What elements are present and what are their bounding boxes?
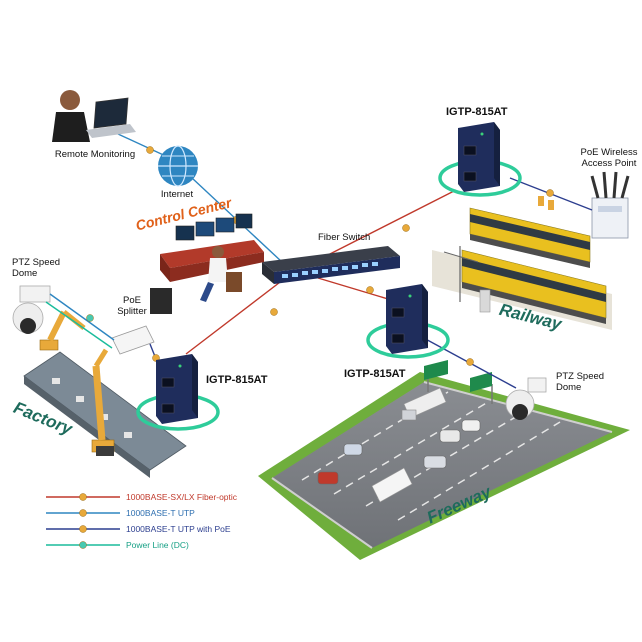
train-upper bbox=[469, 207, 591, 268]
legend-label: Power Line (DC) bbox=[126, 540, 189, 550]
control-center bbox=[150, 213, 264, 314]
legend-item: 1000BASE-SX/LX Fiber-optic bbox=[44, 490, 304, 506]
label-poe-splitter-line2: Splitter bbox=[117, 305, 147, 317]
label-internet: Internet bbox=[160, 189, 194, 200]
label-ptz-right: PTZ Speed Dome bbox=[556, 371, 605, 394]
freeway-scene bbox=[258, 360, 630, 560]
vehicle-car bbox=[439, 429, 461, 443]
legend: 1000BASE-SX/LX Fiber-optic 1000BASE-T UTP… bbox=[44, 490, 304, 554]
catenary-pole bbox=[443, 246, 479, 302]
label-poe-ap-line1: PoE Wireless bbox=[580, 147, 638, 158]
device-igtp-middle bbox=[386, 284, 428, 354]
legend-label: 1000BASE-T UTP with PoE bbox=[126, 524, 231, 534]
link-utp-remote-internet bbox=[117, 133, 171, 159]
pc-tower bbox=[150, 288, 172, 314]
factory-scene bbox=[12, 285, 187, 478]
device-igtp-left bbox=[156, 354, 198, 424]
label-igtp-left: IGTP-815AT bbox=[206, 374, 268, 386]
label-remote-monitoring: Remote Monitoring bbox=[54, 149, 136, 160]
robot-arm bbox=[91, 348, 115, 456]
label-ptz-left: PTZ Speed Dome bbox=[12, 257, 61, 280]
legend-dot bbox=[79, 493, 87, 501]
legend-label: 1000BASE-SX/LX Fiber-optic bbox=[126, 492, 238, 502]
legend-swatch bbox=[46, 493, 120, 501]
legend-item: 1000BASE-T UTP with PoE bbox=[44, 522, 304, 538]
link-dc-ptz-left bbox=[45, 301, 113, 349]
vehicle-bus bbox=[371, 467, 413, 503]
label-ptz-right-line2: Dome bbox=[556, 381, 582, 393]
legend-swatch bbox=[46, 541, 120, 549]
legend-label: 1000BASE-T UTP bbox=[126, 508, 195, 518]
monitor-wall bbox=[175, 213, 253, 241]
bollard bbox=[548, 200, 554, 210]
vehicle-car bbox=[461, 419, 481, 432]
label-fiber-switch: Fiber Switch bbox=[318, 232, 371, 243]
legend-dot bbox=[79, 541, 87, 549]
label-poe-splitter: PoE Splitter bbox=[104, 295, 160, 318]
vehicle-truck bbox=[401, 387, 447, 421]
label-igtp-top: IGTP-815AT bbox=[446, 106, 508, 118]
legend-swatch bbox=[46, 525, 120, 533]
link-fiber-switch-left bbox=[185, 275, 289, 355]
legend-dot bbox=[79, 509, 87, 517]
link-fiber-switch-middle bbox=[317, 277, 399, 303]
legend-item: Power Line (DC) bbox=[44, 538, 304, 554]
legend-swatch bbox=[46, 509, 120, 517]
label-poe-ap-line2: Access Point bbox=[581, 157, 637, 169]
label-poe-wireless-ap: PoE Wireless Access Point bbox=[576, 147, 642, 170]
link-fiber-switch-top bbox=[321, 189, 457, 259]
label-ptz-left-line2: Dome bbox=[12, 267, 38, 279]
poe-wireless-ap bbox=[590, 171, 630, 239]
legend-dot bbox=[79, 525, 87, 533]
label-igtp-middle: IGTP-815AT bbox=[344, 368, 406, 380]
gantry-signs bbox=[424, 360, 493, 404]
train-lower bbox=[461, 249, 607, 324]
internet-globe-icon bbox=[158, 145, 198, 187]
link-utp-ptz-left bbox=[49, 293, 115, 341]
device-igtp-top bbox=[458, 122, 500, 192]
robot-arm bbox=[39, 310, 86, 351]
legend-item: 1000BASE-T UTP bbox=[44, 506, 304, 522]
label-poe-splitter-line1: PoE bbox=[123, 295, 141, 306]
bollard bbox=[538, 196, 544, 206]
label-ptz-right-line1: PTZ Speed bbox=[556, 371, 605, 382]
vehicle-car bbox=[343, 443, 363, 456]
conveyor bbox=[23, 351, 187, 471]
remote-monitoring-user bbox=[52, 90, 136, 142]
label-ptz-left-line1: PTZ Speed bbox=[12, 257, 61, 268]
poe-splitter bbox=[111, 325, 155, 355]
vehicle-car bbox=[317, 471, 339, 485]
fiber-switch bbox=[262, 246, 400, 284]
ptz-camera-left bbox=[12, 285, 51, 334]
railway-scene bbox=[432, 196, 612, 330]
operator bbox=[200, 246, 242, 302]
vehicle-car bbox=[423, 455, 447, 469]
kiosk bbox=[479, 289, 491, 313]
ptz-camera-right bbox=[505, 377, 547, 420]
